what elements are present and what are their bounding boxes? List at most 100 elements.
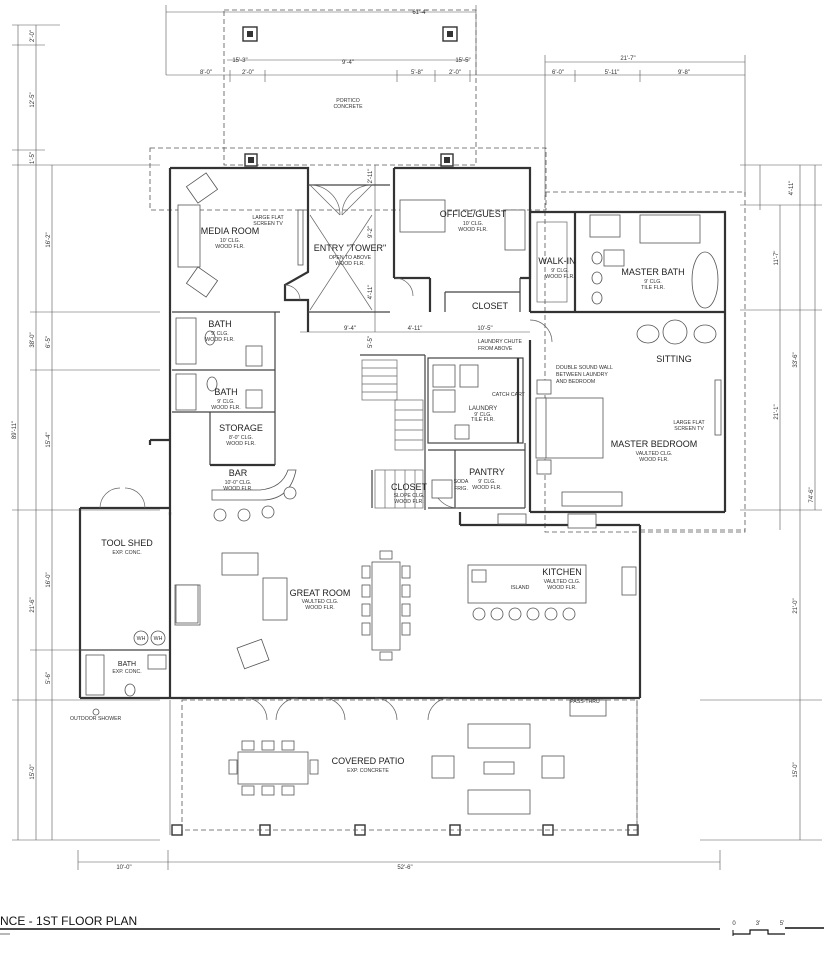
svg-text:10' CLG.: 10' CLG.	[220, 238, 240, 244]
portico-label: PORTICO	[336, 98, 360, 104]
svg-text:4'-11": 4'-11"	[789, 181, 795, 196]
doors	[99, 184, 553, 721]
svg-text:WH: WH	[137, 636, 146, 642]
svg-text:BETWEEN LAUNDRY: BETWEEN LAUNDRY	[556, 372, 608, 378]
master-bedroom-label: MASTER BEDROOM	[611, 439, 698, 449]
svg-text:33'-6": 33'-6"	[793, 352, 799, 367]
svg-text:WOOD FLR.: WOOD FLR.	[394, 499, 423, 505]
room-labels: PORTICO CONCRETE MEDIA ROOM 10' CLG. WOO…	[101, 98, 697, 774]
notes: LARGE FLAT SCREEN TV LARGE FLAT SCREEN T…	[70, 215, 705, 722]
furniture	[85, 172, 722, 815]
svg-text:89'-11": 89'-11"	[12, 421, 18, 439]
pantry-label: PANTRY	[469, 467, 505, 477]
svg-text:WOOD FLR.: WOOD FLR.	[458, 227, 487, 233]
svg-text:5'-6": 5'-6"	[46, 672, 52, 684]
svg-text:3': 3'	[756, 921, 760, 927]
svg-text:21'-1": 21'-1"	[774, 404, 780, 419]
great-room-label: GREAT ROOM	[290, 588, 351, 598]
svg-text:WOOD FLR.: WOOD FLR.	[547, 585, 576, 591]
svg-text:WOOD FLR.: WOOD FLR.	[305, 605, 334, 611]
svg-text:0: 0	[732, 921, 736, 927]
svg-text:9' CLG.: 9' CLG.	[644, 279, 661, 285]
svg-text:2'-0": 2'-0"	[449, 70, 461, 76]
sitting-label: SITTING	[656, 354, 692, 364]
drawing-title: NCE - 1ST FLOOR PLAN	[0, 914, 137, 928]
title-block: NCE - 1ST FLOOR PLAN 0 3' 5'	[0, 914, 824, 936]
svg-text:EXP. CONC.: EXP. CONC.	[112, 669, 141, 675]
svg-text:9'-8": 9'-8"	[678, 70, 690, 76]
kitchen-label: KITCHEN	[542, 567, 582, 577]
svg-text:LARGE FLAT: LARGE FLAT	[252, 215, 284, 221]
svg-text:6'-0": 6'-0"	[552, 70, 564, 76]
entry-label: ENTRY "TOWER"	[314, 243, 386, 253]
svg-text:EXP. CONC.: EXP. CONC.	[112, 550, 141, 556]
svg-text:FRIG.: FRIG.	[454, 486, 468, 492]
walkin-label: WALK-IN	[538, 256, 575, 266]
svg-text:21'-7": 21'-7"	[620, 56, 635, 62]
svg-text:WOOD FLR.: WOOD FLR.	[545, 274, 574, 280]
svg-text:74'-6": 74'-6"	[809, 487, 815, 502]
svg-text:EXP. CONCRETE: EXP. CONCRETE	[347, 768, 389, 774]
svg-text:9'-2": 9'-2"	[368, 226, 374, 238]
svg-text:4'-11": 4'-11"	[368, 285, 374, 300]
svg-text:4'-11": 4'-11"	[408, 326, 423, 332]
svg-text:9' CLG.: 9' CLG.	[474, 412, 491, 418]
svg-text:21'-6": 21'-6"	[30, 597, 36, 612]
svg-text:9' CLG.: 9' CLG.	[478, 479, 495, 485]
closet2-label: CLOSET	[391, 482, 428, 492]
svg-text:FROM ABOVE: FROM ABOVE	[478, 346, 513, 352]
svg-text:SCREEN TV: SCREEN TV	[253, 221, 283, 227]
bath1-label: BATH	[208, 319, 231, 329]
svg-text:CATCH CART: CATCH CART	[492, 392, 526, 398]
svg-text:SLOPE CLG.: SLOPE CLG.	[394, 493, 425, 499]
svg-text:WOOD FLR.: WOOD FLR.	[211, 405, 240, 411]
svg-text:5': 5'	[780, 921, 784, 927]
bath2-label: BATH	[214, 387, 237, 397]
master-bath-label: MASTER BATH	[621, 267, 684, 277]
svg-text:15'-5": 15'-5"	[455, 58, 470, 64]
office-label: OFFICE/GUEST	[440, 209, 507, 219]
svg-text:16'-0": 16'-0"	[46, 572, 52, 587]
portico-sub: CONCRETE	[333, 104, 363, 110]
svg-text:52'-6": 52'-6"	[397, 865, 412, 871]
svg-text:2'-0": 2'-0"	[242, 70, 254, 76]
svg-text:DOUBLE SOUND WALL: DOUBLE SOUND WALL	[556, 365, 613, 371]
svg-text:2'-0": 2'-0"	[30, 30, 36, 42]
svg-text:TILE FLR.: TILE FLR.	[641, 285, 665, 291]
svg-text:9'-4": 9'-4"	[344, 326, 356, 332]
svg-text:6'-5": 6'-5"	[46, 336, 52, 348]
svg-text:1'-5": 1'-5"	[30, 152, 36, 164]
svg-text:15'-0": 15'-0"	[793, 762, 799, 777]
dimension-lines	[12, 5, 822, 870]
svg-text:PASS-THRU: PASS-THRU	[570, 699, 600, 705]
svg-text:15'-4": 15'-4"	[46, 432, 52, 447]
svg-text:2'-11": 2'-11"	[368, 169, 374, 184]
svg-text:9'-4": 9'-4"	[342, 60, 354, 66]
svg-text:LAUNDRY CHUTE: LAUNDRY CHUTE	[478, 339, 522, 345]
svg-text:16'-2": 16'-2"	[46, 232, 52, 247]
stair-run	[361, 359, 424, 509]
scale-bar: 0 3' 5'	[732, 921, 824, 936]
island-label: ISLAND	[511, 585, 530, 591]
svg-text:WOOD FLR.: WOOD FLR.	[472, 485, 501, 491]
svg-text:OUTDOOR SHOWER: OUTDOOR SHOWER	[70, 716, 122, 722]
svg-text:SODA: SODA	[454, 479, 469, 485]
svg-text:WOOD FLR.: WOOD FLR.	[223, 486, 252, 492]
interior-walls	[172, 221, 568, 510]
media-room-label: MEDIA ROOM	[201, 226, 260, 236]
svg-text:5'-5": 5'-5"	[368, 336, 374, 348]
svg-text:9' CLG.: 9' CLG.	[551, 268, 568, 274]
svg-text:WOOD FLR.: WOOD FLR.	[335, 261, 364, 267]
bar-label: BAR	[229, 468, 248, 478]
covered-patio-label: COVERED PATIO	[332, 756, 405, 766]
tool-shed-label: TOOL SHED	[101, 538, 153, 548]
svg-text:15'-0": 15'-0"	[30, 764, 36, 779]
svg-text:LARGE FLAT: LARGE FLAT	[673, 420, 705, 426]
svg-text:VAULTED CLG.: VAULTED CLG.	[544, 579, 581, 585]
svg-text:9' CLG.: 9' CLG.	[211, 331, 228, 337]
svg-text:10'-5": 10'-5"	[477, 326, 492, 332]
laundry-label: LAUNDRY	[469, 406, 498, 412]
svg-text:WOOD FLR.: WOOD FLR.	[226, 441, 255, 447]
svg-text:8'-0" CLG.: 8'-0" CLG.	[229, 435, 253, 441]
